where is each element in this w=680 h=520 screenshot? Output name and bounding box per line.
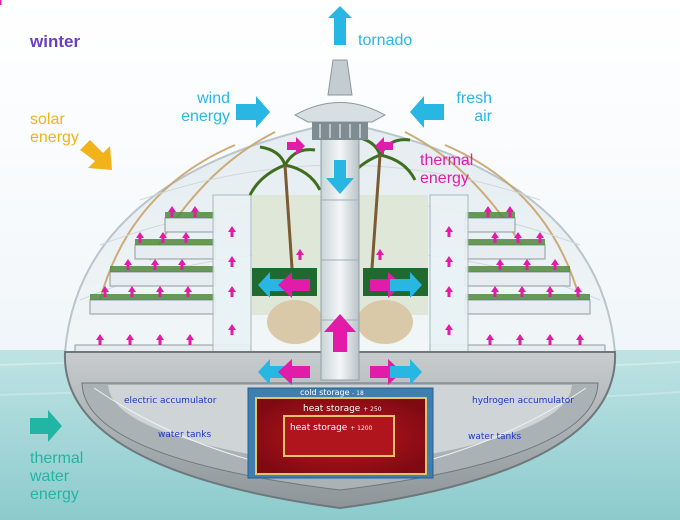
wind-energy-arrow-icon <box>236 96 270 128</box>
cold-storage-label: cold storage - 18 <box>300 388 364 398</box>
thermal-energy-label: thermal energy <box>420 152 473 188</box>
crown-heat-arrows-icon <box>287 137 393 155</box>
fresh-air-label-line1: fresh <box>456 90 492 107</box>
water-tanks-right-label: water tanks <box>468 432 522 442</box>
tower-up-arrow-icon <box>324 314 356 352</box>
thermal-energy-label-line2: energy <box>420 169 469 187</box>
wind-energy-label: wind energy <box>150 90 230 126</box>
solar-energy-label: solar energy <box>30 111 79 147</box>
thermal-water-energy-label-line3: energy <box>30 485 79 503</box>
cold-storage-text: cold storage <box>300 388 350 397</box>
tornado-label: tornado <box>358 32 413 49</box>
electric-accumulator-label: electric accumulator <box>124 396 217 406</box>
solar-energy-label-line2: energy <box>30 128 79 146</box>
cold-storage-value: - 18 <box>352 390 364 397</box>
solar-energy-arrow-icon <box>80 140 112 170</box>
wind-energy-label-line1: wind <box>197 90 230 107</box>
hydrogen-accumulator-label: hydrogen accumulator <box>472 396 574 406</box>
wind-energy-label-line2: energy <box>181 107 230 125</box>
thermal-water-energy-label-line1: thermal <box>30 450 84 467</box>
heat-storage-inner-value: + 1200 <box>350 425 373 432</box>
water-tanks-left-label: water tanks <box>158 430 212 440</box>
thermal-water-energy-label: thermal water energy <box>30 450 83 504</box>
heat-storage-inner-text: heat storage <box>290 423 348 433</box>
fresh-air-label-line2: air <box>474 107 492 125</box>
thermal-energy-label-line1: thermal <box>420 152 474 169</box>
thermal-water-arrow-icon <box>30 410 62 442</box>
heat-storage-outer-label: heat storage + 250 <box>303 404 382 414</box>
heat-storage-inner-label: heat storage + 1200 <box>290 423 372 433</box>
heat-storage-outer-value: + 250 <box>363 406 382 413</box>
lower-airflow-arrows-icon <box>258 359 422 385</box>
heat-storage-outer-text: heat storage <box>303 404 361 414</box>
solar-energy-label-line1: solar <box>30 111 65 128</box>
terrace-heat-arrows-icon <box>0 0 584 345</box>
thermal-water-energy-label-line2: water <box>30 467 70 485</box>
tower-down-arrow-icon <box>326 160 354 194</box>
fresh-air-arrow-icon <box>410 96 444 128</box>
tornado-arrow-icon <box>328 6 352 45</box>
fresh-air-label: fresh air <box>440 90 492 126</box>
upper-airflow-arrows-icon <box>258 272 422 298</box>
season-label: winter <box>30 32 81 51</box>
